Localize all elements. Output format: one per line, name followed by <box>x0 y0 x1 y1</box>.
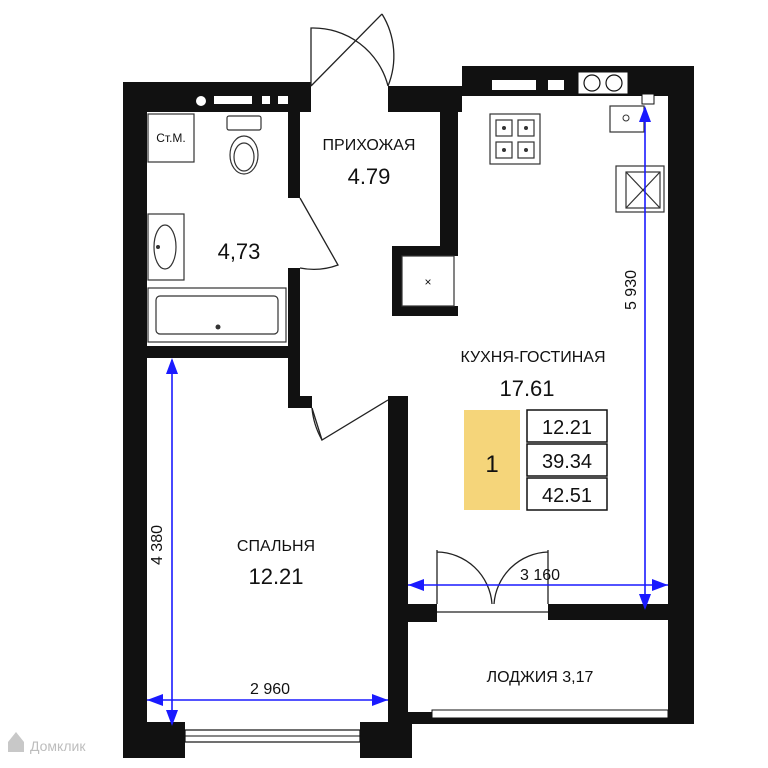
vent-circle-b <box>605 74 623 92</box>
watermark: Домклик <box>8 732 86 754</box>
dim-arrow-down-2 <box>639 594 651 610</box>
window-notch-3 <box>278 96 288 104</box>
bathtub-outer <box>147 287 287 343</box>
shaft-mark: × <box>424 275 431 289</box>
loggia-door-left <box>436 550 493 605</box>
rooms-count-badge <box>464 410 520 510</box>
wall-hall-right <box>440 112 458 250</box>
kitchen-living-name: КУХНЯ-ГОСТИНАЯ <box>460 349 605 366</box>
loggia-label: ЛОДЖИЯ 3,17 <box>487 669 594 686</box>
total-area-value: 39.34 <box>542 451 592 473</box>
stove-burners <box>495 119 535 159</box>
bedroom-name: СПАЛЬНЯ <box>237 538 315 555</box>
entrance-door <box>310 27 389 87</box>
bathroom-area: 4,73 <box>218 239 261 264</box>
wall-shaft-top <box>392 246 458 256</box>
toilet-tank <box>226 115 262 131</box>
wall-bedroom-kitchen <box>388 396 408 726</box>
bathtub-inner <box>155 295 279 335</box>
dim-bedroom-width: 2 960 <box>250 681 290 698</box>
dim-arrow-right-2 <box>652 579 668 591</box>
washing-machine <box>147 113 195 163</box>
kitchen-vent-box <box>577 71 629 95</box>
kitchen-sink-tap <box>622 114 630 122</box>
living-area-value: 12.21 <box>542 417 592 439</box>
dim-arrow-down-1 <box>166 710 178 726</box>
entrance-door-arc <box>381 13 395 87</box>
sink-counter <box>147 213 185 281</box>
fixtures: × <box>147 105 665 343</box>
doors <box>299 13 549 613</box>
wall-left <box>123 82 147 737</box>
area-summary: 1 12.21 39.34 42.51 <box>464 409 608 511</box>
wall-bath-partition <box>288 110 300 198</box>
corner-notch <box>641 93 655 105</box>
wall-kitchen-loggia-right <box>548 604 694 620</box>
total-with-loggia-value: 42.51 <box>542 485 592 507</box>
watermark-text: Домклик <box>30 738 86 754</box>
bathroom-door <box>299 197 339 270</box>
dim-arrow-up-1 <box>166 358 178 374</box>
window-notch-2 <box>262 96 270 104</box>
dim-kitchen-height: 5 930 <box>623 270 640 310</box>
window-notch-5 <box>548 80 564 90</box>
wall-bath-bedroom <box>145 346 300 358</box>
vent-circle-a <box>583 74 601 92</box>
summary-box-living <box>526 409 608 443</box>
rooms-count: 1 <box>485 451 498 478</box>
dimension-lines <box>147 106 668 726</box>
wall-bottom-bedroom-left <box>123 722 185 758</box>
dim-arrow-left-1 <box>147 694 163 706</box>
window-notch-1 <box>214 96 252 104</box>
fridge <box>615 165 665 213</box>
dim-bedroom-height: 4 380 <box>149 525 166 565</box>
bedroom-door <box>311 399 389 441</box>
toilet-seat <box>233 142 255 172</box>
wall-hall-corner-top <box>288 396 312 408</box>
domclick-logo-icon <box>8 732 24 752</box>
walls <box>123 66 694 758</box>
hallway-area: 4.79 <box>348 164 391 189</box>
stove <box>489 113 541 165</box>
shaft-box <box>401 255 455 307</box>
wall-hall-corner <box>288 356 300 408</box>
window-notch-4 <box>492 80 536 90</box>
sink-drain <box>156 245 160 249</box>
wall-bottom-bedroom-right <box>360 722 412 758</box>
loggia-door-right <box>493 550 549 605</box>
kitchen-living-area: 17.61 <box>499 376 554 401</box>
fridge-line-b <box>625 171 661 209</box>
toilet-bowl <box>229 135 259 175</box>
wall-top-middle <box>388 86 462 112</box>
dim-arrow-up-2 <box>639 106 651 122</box>
bedroom-area: 12.21 <box>248 564 303 589</box>
hallway-name: ПРИХОЖАЯ <box>323 137 416 154</box>
kitchen-sink <box>609 105 645 133</box>
bedroom-door-arc <box>311 407 323 441</box>
wall-shaft-left <box>392 246 402 316</box>
washer-label: Ст.М. <box>156 131 186 145</box>
loggia-window <box>431 709 669 719</box>
wall-bath-partition-lower <box>288 268 300 356</box>
bathtub-drain <box>215 324 221 330</box>
dim-arrow-right-1 <box>372 694 388 706</box>
sink-basin <box>153 224 177 270</box>
wall-right <box>668 66 694 721</box>
entrance-door-leaf <box>310 13 383 87</box>
dim-kitchen-width: 3 160 <box>520 567 560 584</box>
dim-arrow-left-2 <box>408 579 424 591</box>
fridge-inner <box>625 171 661 209</box>
summary-box-loggia <box>526 477 608 511</box>
wall-kitchen-loggia-left <box>407 604 437 622</box>
summary-box-total <box>526 443 608 477</box>
wall-shaft-bottom <box>392 306 458 316</box>
vent-circle <box>196 96 206 106</box>
